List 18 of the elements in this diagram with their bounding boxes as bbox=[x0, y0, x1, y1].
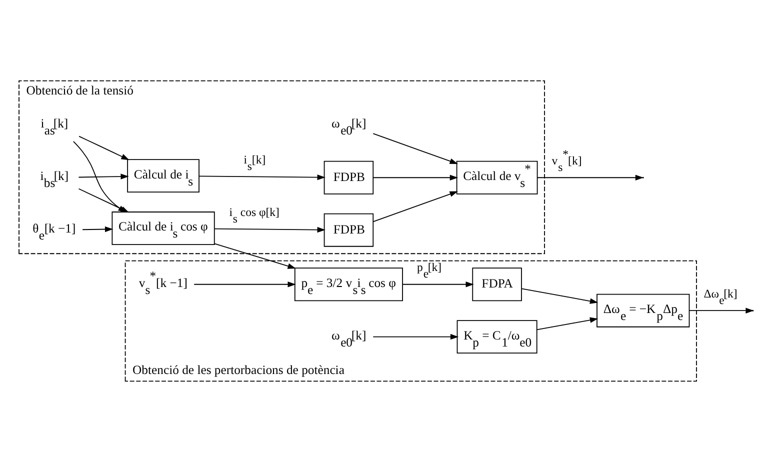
arrow bbox=[78, 174, 129, 180]
arrow bbox=[372, 174, 458, 180]
node-box: FDPB bbox=[324, 213, 374, 247]
node-box: FDPB bbox=[324, 160, 374, 194]
arrow bbox=[536, 317, 598, 330]
arrow bbox=[402, 282, 474, 288]
arrow bbox=[536, 174, 644, 180]
arrow bbox=[372, 133, 458, 164]
arrow bbox=[78, 136, 130, 160]
arrow bbox=[214, 243, 296, 269]
arrow bbox=[214, 226, 326, 233]
arrow bbox=[194, 282, 296, 288]
arrow bbox=[372, 334, 459, 340]
arrow bbox=[82, 226, 114, 232]
arrow bbox=[521, 288, 598, 304]
arrow bbox=[198, 174, 326, 180]
node-box: FDPA bbox=[472, 268, 522, 302]
arrow bbox=[372, 191, 458, 222]
